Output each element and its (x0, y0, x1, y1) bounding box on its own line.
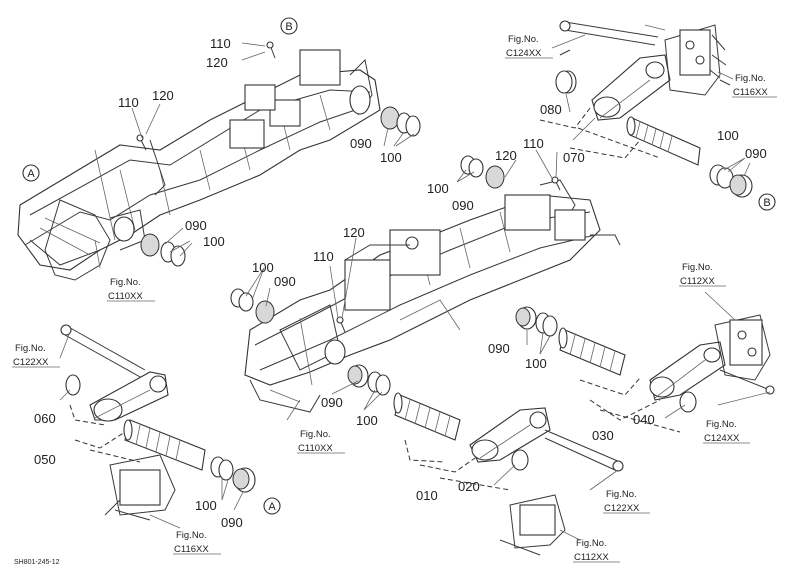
label-120: 120 (495, 148, 517, 163)
label-090: 090 (452, 198, 474, 213)
label-110: 110 (118, 95, 139, 110)
label-090: 090 (221, 515, 243, 530)
right-arm-assembly (515, 306, 775, 433)
label-120: 120 (152, 88, 174, 103)
label-090: 090 (185, 218, 207, 233)
label-060: 060 (34, 411, 56, 426)
label-040: 040 (633, 412, 655, 427)
label-100: 100 (252, 260, 274, 275)
label-090: 090 (350, 136, 372, 151)
label-100: 100 (195, 498, 217, 513)
fig-code-c116: C116XX (174, 544, 209, 555)
label-070: 070 (563, 150, 585, 165)
fig-code-c124: C124XX (704, 433, 740, 444)
label-110: 110 (313, 249, 334, 264)
ref-circle-b (758, 193, 776, 211)
ref-circle-b (280, 17, 298, 35)
fig-code-c112: C112XX (574, 552, 609, 563)
label-120: 120 (206, 55, 228, 70)
fig-label: Fig.No. (300, 429, 331, 440)
upper-right-arm-assembly (539, 20, 753, 198)
label-090: 090 (488, 341, 510, 356)
fig-label: Fig.No. (706, 419, 737, 430)
left-arm-assembly (60, 324, 256, 521)
fig-code-c122: C122XX (604, 503, 640, 514)
ref-letter-a: A (27, 168, 35, 180)
label-100: 100 (203, 234, 225, 249)
ref-circle-a (263, 497, 281, 515)
fig-label: Fig.No. (735, 73, 766, 84)
label-090: 090 (321, 395, 343, 410)
fig-code-c110: C110XX (298, 443, 333, 454)
label-100: 100 (717, 128, 739, 143)
fig-code-c116: C116XX (733, 87, 768, 98)
left-frame-assembly (17, 49, 381, 281)
reference-markers: B A B A (22, 17, 776, 515)
fig-label: Fig.No. (110, 277, 141, 288)
callout-labels: 110 120 110 120 090 100 090 100 120 110 … (34, 36, 767, 530)
label-090: 090 (745, 146, 767, 161)
label-030: 030 (592, 428, 614, 443)
ref-letter-a: A (268, 501, 276, 513)
fig-label: Fig.No. (682, 262, 713, 273)
fig-label: Fig.No. (576, 538, 607, 549)
ref-letter-b: B (763, 197, 770, 209)
label-090: 090 (274, 274, 296, 289)
label-110: 110 (210, 36, 231, 51)
label-100: 100 (380, 150, 402, 165)
leader-lines (59, 34, 771, 541)
figure-references: Fig.No. C124XX Fig.No. C116XX Fig.No. C1… (12, 34, 777, 563)
label-100: 100 (356, 413, 378, 428)
drawing-code: SH801-245-12 (14, 559, 60, 566)
label-110: 110 (523, 136, 544, 151)
label-020: 020 (458, 479, 480, 494)
ref-letter-b: B (285, 21, 292, 33)
fig-label: Fig.No. (508, 34, 539, 45)
label-120: 120 (343, 225, 365, 240)
center-bottom-arm-assembly (347, 364, 624, 556)
label-010: 010 (416, 488, 438, 503)
loose-bushings-rings (136, 41, 561, 333)
fig-label: Fig.No. (15, 343, 46, 354)
fig-code-c124: C124XX (506, 48, 542, 59)
fig-label: Fig.No. (176, 530, 207, 541)
center-frame-assembly (244, 179, 621, 413)
label-100: 100 (427, 181, 449, 196)
ref-circle-a (22, 164, 40, 182)
label-050: 050 (34, 452, 56, 467)
label-080: 080 (540, 102, 562, 117)
fig-code-c122: C122XX (13, 357, 49, 368)
fig-label: Fig.No. (606, 489, 637, 500)
fig-code-c112: C112XX (680, 276, 715, 287)
fig-code-c110: C110XX (108, 291, 143, 302)
label-100: 100 (525, 356, 547, 371)
